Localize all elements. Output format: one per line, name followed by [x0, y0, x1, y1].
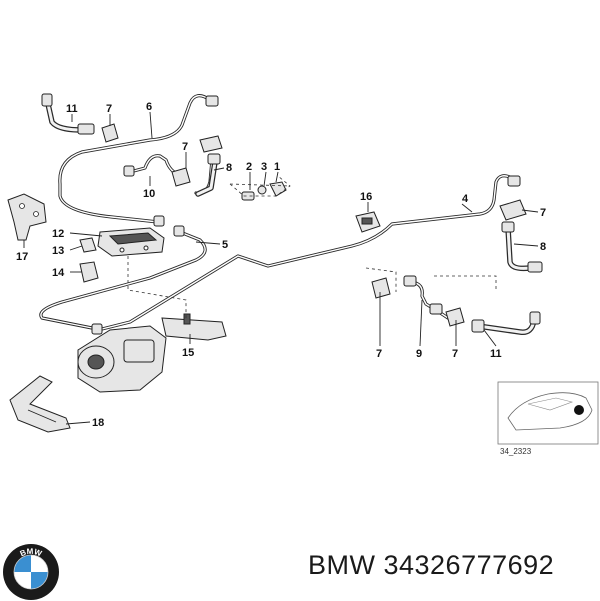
fitting-hose-front-top — [41, 93, 53, 107]
callout-8: 8 — [540, 241, 546, 253]
callout-7: 7 — [540, 207, 546, 219]
callout-16: 16 — [360, 191, 372, 203]
fitting-pipe9-mid — [429, 303, 443, 315]
fitting-pipe4-start — [91, 323, 103, 335]
bmw-logo: BMW — [3, 544, 59, 600]
brand-part-number: BMW 34326777692 — [308, 550, 555, 580]
clip-7-d — [499, 199, 527, 221]
fitting-hose-front-end — [77, 123, 95, 135]
fitting-pipe10-end — [123, 165, 135, 177]
clip-7-e — [371, 277, 391, 299]
callout-labels: 11 7 6 7 8 2 3 1 10 16 4 7 8 17 12 13 5 … — [16, 101, 546, 429]
clip-7-a — [101, 123, 119, 143]
callout-2: 2 — [246, 161, 252, 173]
callout-18: 18 — [92, 417, 104, 429]
brake-pipe-4 — [96, 174, 514, 332]
thumbnail-car-outline — [507, 392, 593, 431]
thumbnail-code: 34_2323 — [500, 447, 532, 456]
callout-13: 13 — [52, 245, 64, 257]
fitting-pipe6-lower — [153, 215, 165, 227]
part-2-screw — [241, 191, 255, 201]
callout-7: 7 — [376, 348, 382, 360]
clip-7-b — [199, 135, 223, 153]
callout-7: 7 — [106, 103, 112, 115]
fitting-hose8-rear-end — [527, 261, 543, 273]
fitting-hose11-rear-start — [471, 319, 485, 333]
fitting-pipe5-end — [173, 225, 185, 237]
fitting-pipe4-end — [507, 175, 521, 187]
fitting-pipe9-start — [403, 275, 417, 287]
assembly-dashed-lines — [127, 175, 497, 320]
clip-7-c — [171, 167, 191, 187]
callout-6: 6 — [146, 101, 152, 113]
vehicle-thumbnail: 34_2323 — [497, 381, 599, 456]
fitting-hose11-rear-end — [529, 311, 541, 325]
bmw-logo-letters: BMW — [19, 547, 44, 559]
callout-15: 15 — [182, 347, 194, 359]
grommet-14 — [79, 261, 99, 283]
svg-text:BMW: BMW — [19, 547, 44, 559]
callout-5: 5 — [222, 239, 228, 251]
callout-1: 1 — [274, 161, 280, 173]
part-3-washer — [257, 185, 267, 195]
leader-lines — [23, 111, 539, 425]
callout-10: 10 — [143, 188, 155, 200]
callout-11: 11 — [66, 103, 78, 115]
clip-16-slot — [361, 217, 373, 225]
fitting-hose8-rear-top — [501, 221, 515, 233]
brake-pipe-6 — [58, 94, 212, 224]
callout-12: 12 — [52, 228, 64, 240]
brake-hoses — [45, 101, 537, 335]
callout-9: 9 — [416, 348, 422, 360]
clip-7-f — [445, 307, 465, 327]
callout-8: 8 — [226, 162, 232, 174]
callout-3: 3 — [261, 161, 267, 173]
thumbnail-location-dot — [574, 405, 584, 415]
grommet-13 — [79, 237, 97, 253]
bracket-17 — [7, 193, 47, 241]
callout-7: 7 — [452, 348, 458, 360]
callout-11: 11 — [490, 348, 502, 360]
part-1-bracket — [269, 181, 287, 197]
heat-shield-18 — [9, 375, 71, 433]
fitting-hose8-top — [207, 153, 221, 165]
bracket-15 — [161, 313, 227, 341]
fittings — [41, 93, 543, 335]
callout-14: 14 — [52, 267, 65, 279]
callout-17: 17 — [16, 251, 28, 263]
callout-4: 4 — [462, 193, 469, 205]
hydraulic-unit — [77, 325, 167, 393]
distribution-block-12 — [97, 227, 165, 257]
fitting-pipe6-end — [205, 95, 219, 107]
clips — [101, 123, 527, 327]
callout-7: 7 — [182, 141, 188, 153]
